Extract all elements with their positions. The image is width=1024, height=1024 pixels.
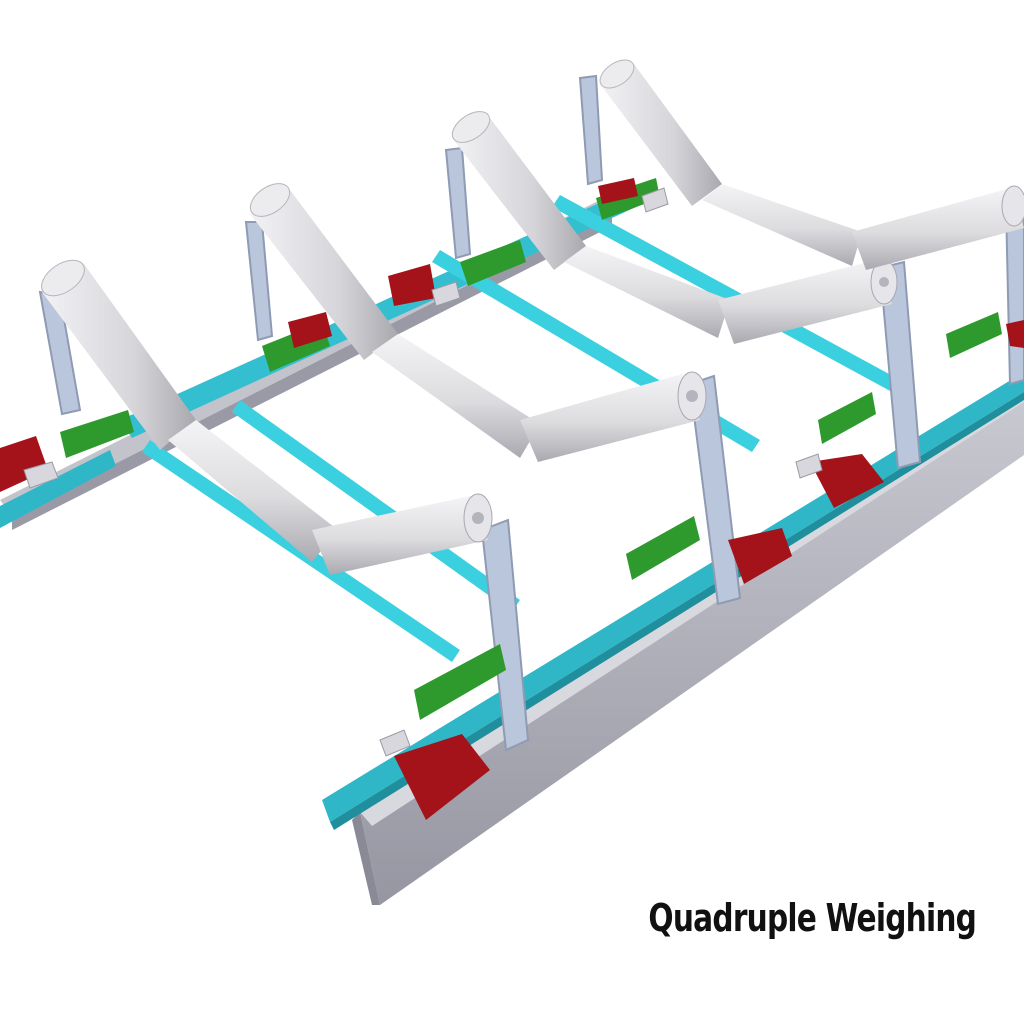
diagram-caption: Quadruple Weighing <box>648 896 976 940</box>
bracket-icon <box>38 290 530 752</box>
load-cell-icon <box>626 516 700 580</box>
mount-block-icon <box>598 178 638 204</box>
mount-block-icon <box>810 454 884 508</box>
mount-block-icon <box>1006 320 1024 348</box>
load-cell-icon <box>60 410 134 458</box>
roller-icon <box>718 259 898 344</box>
idler-set-2 <box>244 183 742 606</box>
idler-set-3 <box>444 111 922 470</box>
roller-icon <box>520 371 707 462</box>
mount-block-icon <box>394 734 490 820</box>
mount-block-group <box>0 178 1024 820</box>
mount-block-icon <box>288 312 332 348</box>
idler-set-1 <box>38 259 530 752</box>
roller-icon <box>249 183 398 360</box>
roller-icon <box>564 246 730 338</box>
load-cell-icon <box>414 644 506 720</box>
roller-icon <box>168 420 338 562</box>
load-cell-icon <box>946 312 1002 358</box>
roller-icon <box>372 334 540 458</box>
mount-block-icon <box>0 436 48 492</box>
roller-icon <box>702 184 862 266</box>
mount-block-icon <box>388 264 436 306</box>
load-cell-icon <box>818 392 876 444</box>
roller-icon <box>599 59 722 206</box>
load-cell-icon <box>596 178 660 220</box>
roller-icon <box>41 259 196 450</box>
bracket-icon <box>444 146 922 470</box>
roller-icon <box>852 185 1024 270</box>
roller-icon <box>312 493 493 575</box>
mount-block-icon <box>728 528 792 584</box>
roller-icon <box>451 111 586 270</box>
clamp-plate-group <box>23 187 823 757</box>
load-cell-icon <box>460 240 526 286</box>
